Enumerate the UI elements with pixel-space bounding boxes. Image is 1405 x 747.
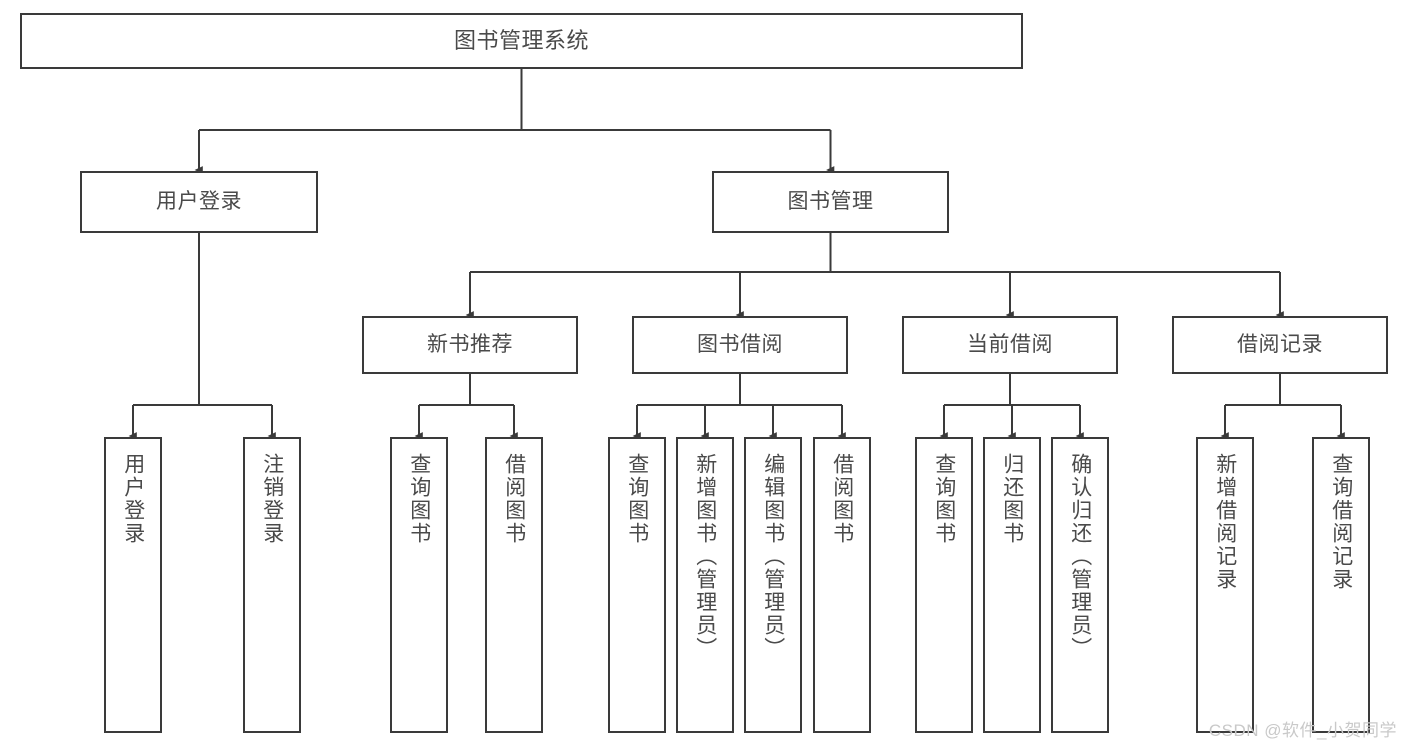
node-leaf-rec-borrow[interactable]: 借阅图书 [485, 437, 543, 733]
node-label-leaf-user-login: 用户登录 [121, 453, 145, 545]
node-leaf-cur-confirm[interactable]: 确认归还（管理员） [1051, 437, 1109, 733]
node-loan-record[interactable]: 借阅记录 [1172, 316, 1388, 374]
node-leaf-cur-query[interactable]: 查询图书 [915, 437, 973, 733]
node-label-root: 图书管理系统 [453, 28, 589, 54]
node-leaf-cur-return[interactable]: 归还图书 [983, 437, 1041, 733]
node-new-book-rec[interactable]: 新书推荐 [362, 316, 578, 374]
node-label-leaf-borrow-add: 新增图书（管理员） [693, 453, 717, 660]
node-leaf-rec-query[interactable]: 查询图书 [390, 437, 448, 733]
node-leaf-rec-search[interactable]: 查询借阅记录 [1312, 437, 1370, 733]
node-user-login[interactable]: 用户登录 [80, 171, 318, 233]
node-label-leaf-rec-add: 新增借阅记录 [1213, 453, 1237, 591]
node-label-leaf-cur-query: 查询图书 [932, 453, 956, 545]
node-label-leaf-borrow-query: 查询图书 [625, 453, 649, 545]
node-label-new-book-rec: 新书推荐 [427, 332, 513, 356]
node-label-loan-record: 借阅记录 [1237, 332, 1323, 356]
node-label-leaf-rec-search: 查询借阅记录 [1329, 453, 1353, 591]
node-current-loan[interactable]: 当前借阅 [902, 316, 1118, 374]
node-book-manage[interactable]: 图书管理 [712, 171, 949, 233]
node-leaf-user-logout[interactable]: 注销登录 [243, 437, 301, 733]
node-label-leaf-borrow-lend: 借阅图书 [830, 453, 854, 545]
node-book-borrow[interactable]: 图书借阅 [632, 316, 848, 374]
node-label-leaf-cur-confirm: 确认归还（管理员） [1068, 453, 1092, 660]
node-leaf-borrow-edit[interactable]: 编辑图书（管理员） [744, 437, 802, 733]
node-leaf-borrow-lend[interactable]: 借阅图书 [813, 437, 871, 733]
edge-paths [128, 69, 1345, 440]
node-label-current-loan: 当前借阅 [967, 332, 1053, 356]
node-label-user-login: 用户登录 [156, 189, 242, 213]
node-label-leaf-rec-query: 查询图书 [407, 453, 431, 545]
node-label-leaf-user-logout: 注销登录 [260, 453, 284, 545]
node-leaf-borrow-query[interactable]: 查询图书 [608, 437, 666, 733]
node-label-book-borrow: 图书借阅 [697, 332, 783, 356]
node-label-leaf-borrow-edit: 编辑图书（管理员） [761, 453, 785, 660]
node-label-leaf-cur-return: 归还图书 [1000, 453, 1024, 545]
node-root[interactable]: 图书管理系统 [20, 13, 1023, 69]
node-label-book-manage: 图书管理 [787, 189, 874, 213]
node-leaf-borrow-add[interactable]: 新增图书（管理员） [676, 437, 734, 733]
node-leaf-rec-add[interactable]: 新增借阅记录 [1196, 437, 1254, 733]
node-label-leaf-rec-borrow: 借阅图书 [502, 453, 526, 545]
node-leaf-user-login[interactable]: 用户登录 [104, 437, 162, 733]
